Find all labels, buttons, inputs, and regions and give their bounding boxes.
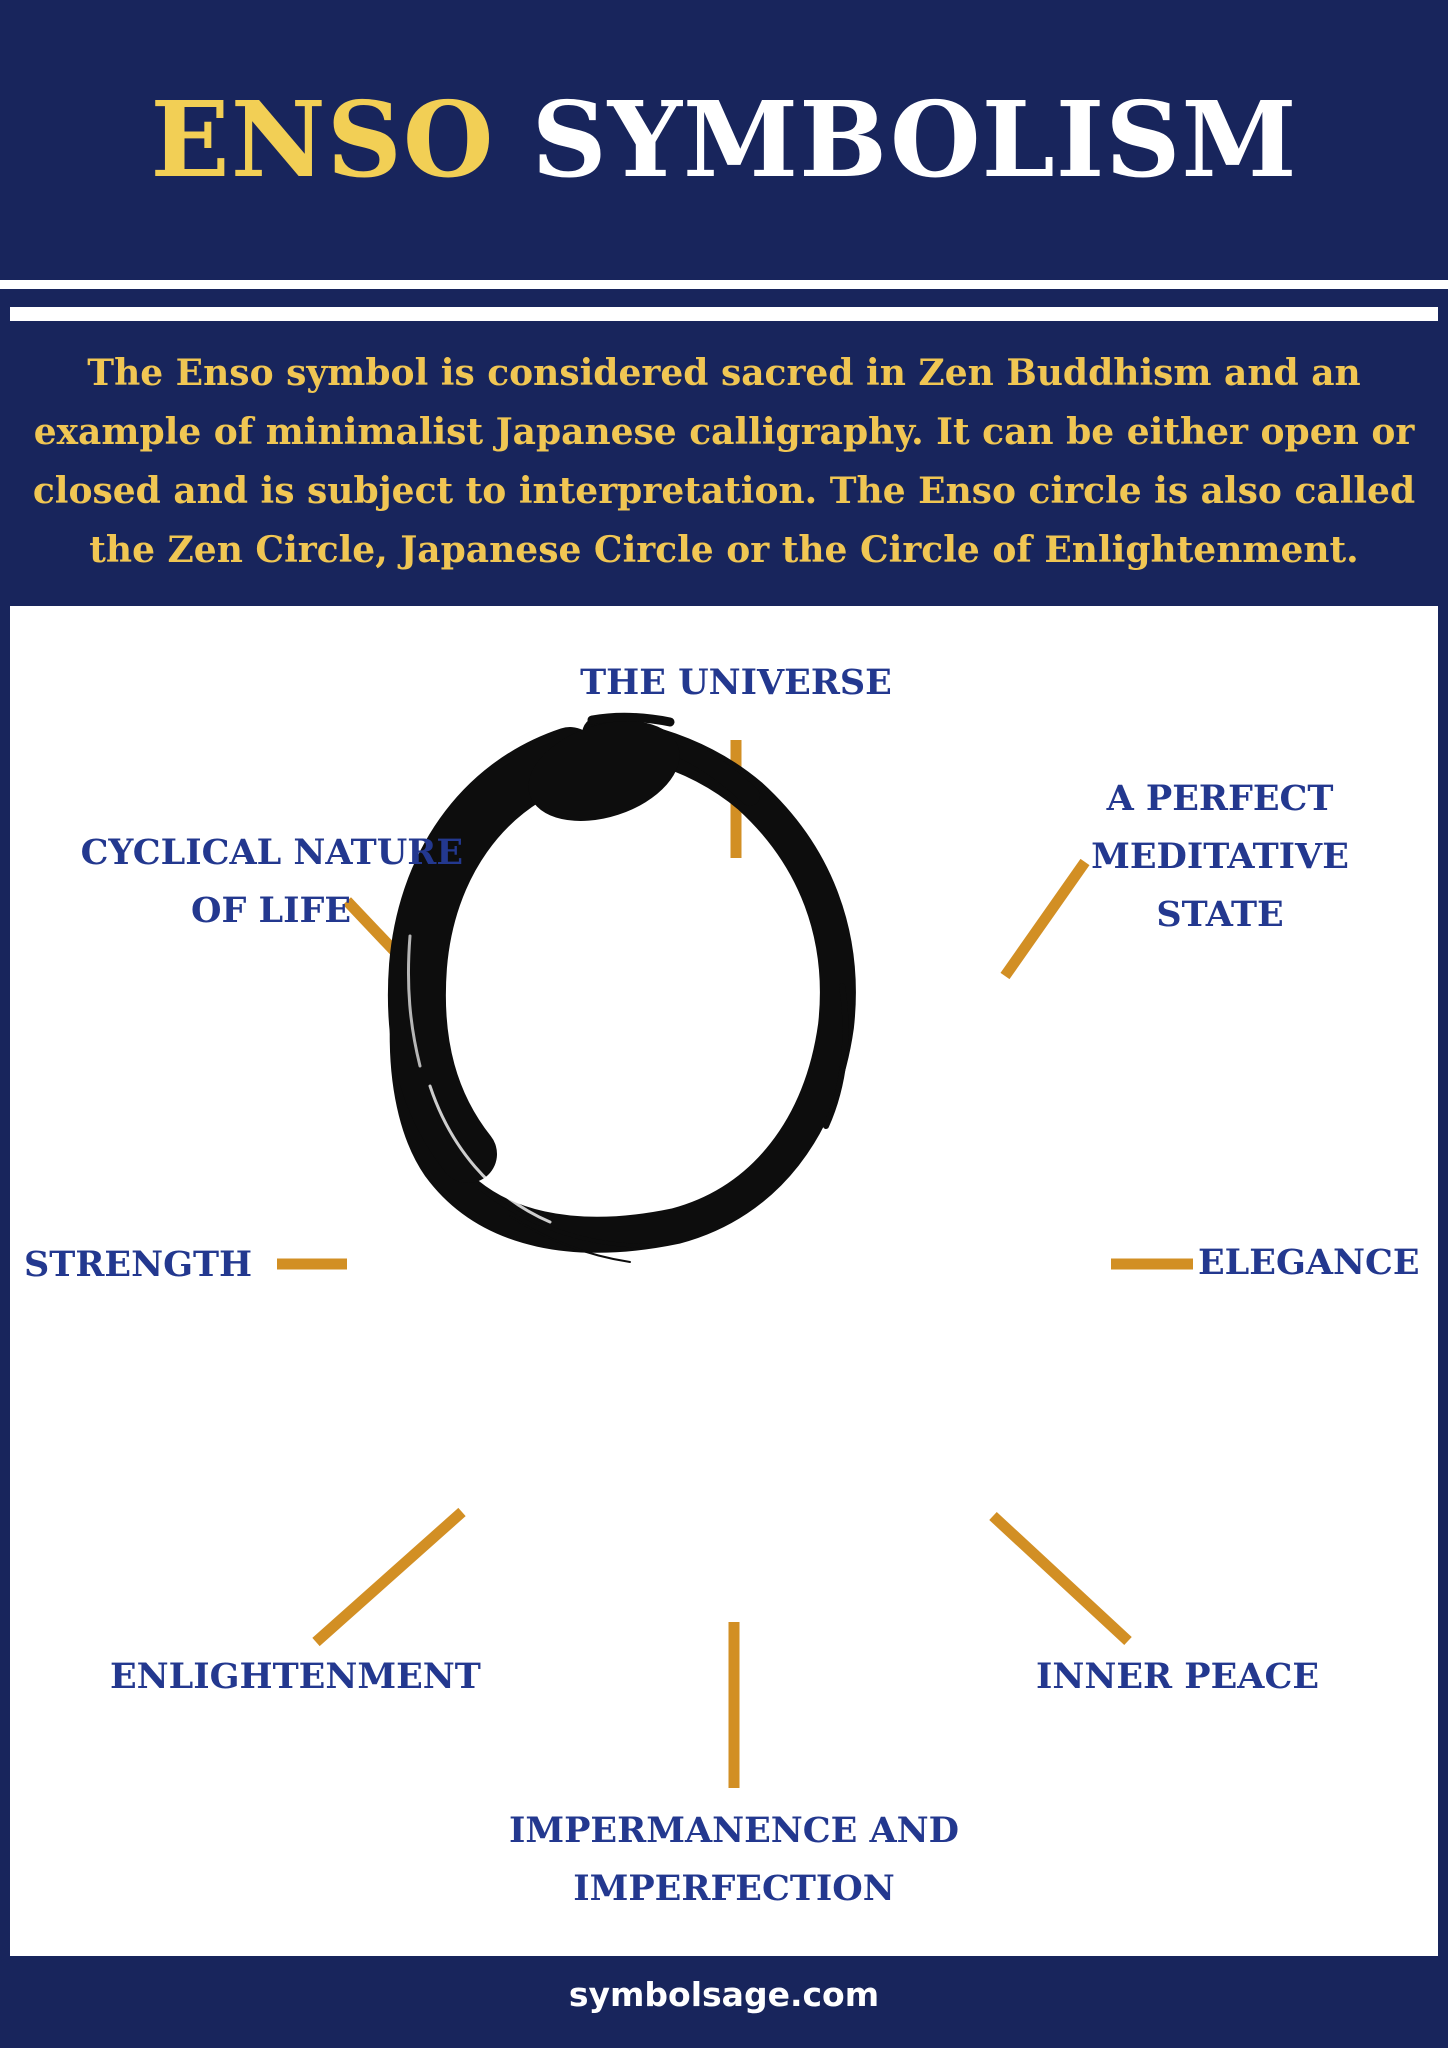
label-cyclical-nature-line2: OF LIFE xyxy=(190,890,351,931)
label-cyclical-nature-line1: CYCLICAL NATURE xyxy=(80,832,463,873)
title-accent: ENSO xyxy=(150,78,495,201)
spokes xyxy=(277,740,1193,1788)
divider-bottom xyxy=(10,307,1438,321)
intro-text: The Enso symbol is considered sacred in … xyxy=(32,352,1416,571)
enso-circle xyxy=(387,712,856,1263)
label-meditative-state-line3: STATE xyxy=(1156,894,1284,935)
label-impermanence-line1: IMPERMANENCE AND xyxy=(509,1810,959,1851)
spoke-bottom-right xyxy=(989,1511,1132,1646)
label-meditative-state-line1: A PERFECT xyxy=(1106,778,1334,819)
diagram-panel: THE UNIVERSE A PERFECT MEDITATIVE STATE … xyxy=(10,606,1438,1956)
title-main: SYMBOLISM xyxy=(531,78,1298,201)
label-impermanence-line2: IMPERFECTION xyxy=(573,1868,895,1909)
label-the-universe: THE UNIVERSE xyxy=(580,662,892,703)
label-strength: STRENGTH xyxy=(24,1244,253,1285)
divider-top xyxy=(0,280,1448,289)
label-inner-peace: INNER PEACE xyxy=(1036,1656,1319,1697)
label-meditative-state: A PERFECT MEDITATIVE STATE xyxy=(1065,770,1375,944)
footer-source: symbolsage.com xyxy=(568,1975,880,2014)
spoke-bottom-left xyxy=(312,1507,466,1647)
header: ENSO SYMBOLISM xyxy=(0,0,1448,280)
label-impermanence: IMPERMANENCE AND IMPERFECTION xyxy=(464,1802,1004,1918)
enso-diagram xyxy=(277,712,1193,1788)
page-title: ENSO SYMBOLISM xyxy=(0,88,1448,192)
label-enlightenment: ENLIGHTENMENT xyxy=(110,1656,481,1697)
enso-head xyxy=(528,721,680,821)
spoke-top-right xyxy=(1000,858,1090,980)
label-cyclical-nature: CYCLICAL NATURE OF LIFE xyxy=(30,824,463,940)
label-elegance: ELEGANCE xyxy=(1198,1242,1420,1283)
label-meditative-state-line2: MEDITATIVE xyxy=(1091,836,1349,877)
